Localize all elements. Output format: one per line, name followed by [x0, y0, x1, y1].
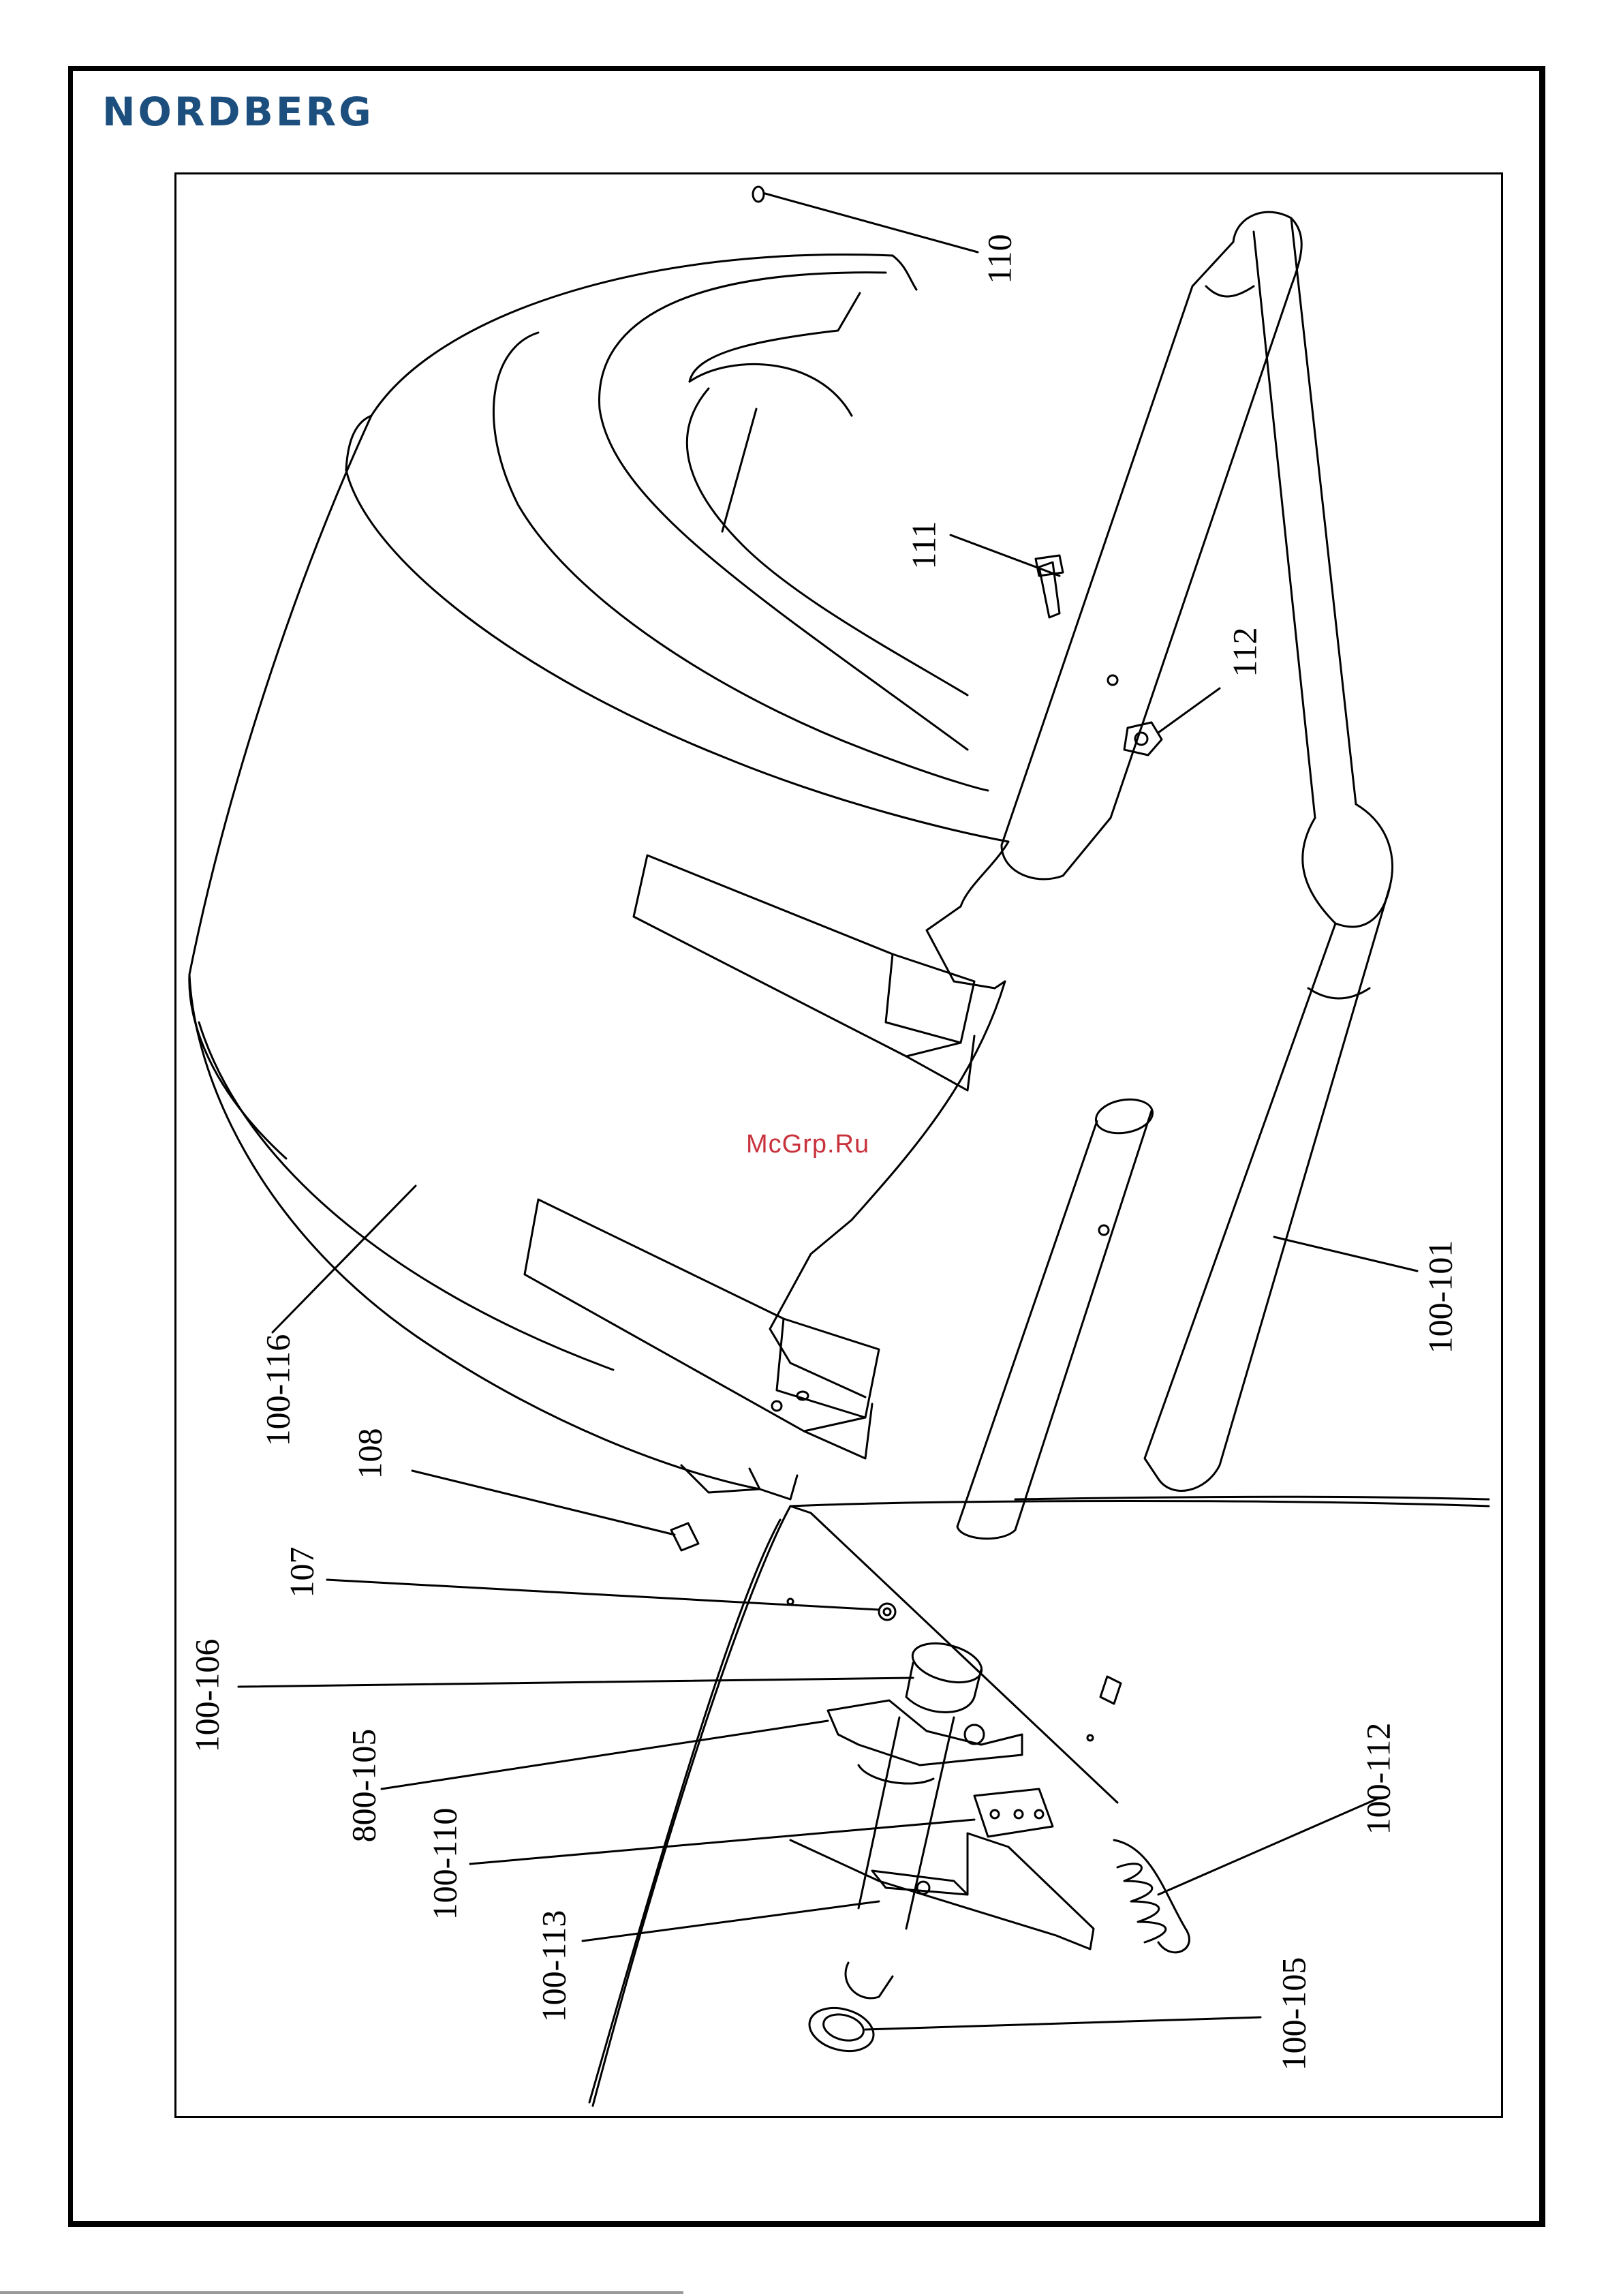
callout-100-106: 100-106 [189, 1639, 223, 1753]
grass-bag-100-116 [189, 255, 1008, 1499]
leader-lines [238, 194, 1417, 2030]
callout-100-105: 100-105 [1276, 1957, 1310, 2071]
callout-112: 112 [1228, 627, 1262, 677]
callout-100-112: 100-112 [1361, 1723, 1395, 1835]
mower-deck-frame [589, 1497, 1489, 2106]
callout-100-113: 100-113 [536, 1910, 570, 2023]
callout-100-101: 100-101 [1423, 1240, 1457, 1354]
watermark: McGrp.Ru [746, 1130, 869, 1159]
callout-111: 111 [907, 521, 941, 569]
hardware-parts [671, 187, 1189, 2057]
callout-100-116: 100-116 [260, 1334, 294, 1447]
callout-108: 108 [353, 1428, 387, 1480]
handle-tube-100-101 [957, 212, 1392, 1539]
bottom-rule [0, 2291, 683, 2294]
callout-100-110: 100-110 [427, 1808, 461, 1920]
callout-800-105: 800-105 [346, 1729, 380, 1843]
callout-110: 110 [983, 234, 1017, 284]
callout-107: 107 [285, 1547, 319, 1598]
